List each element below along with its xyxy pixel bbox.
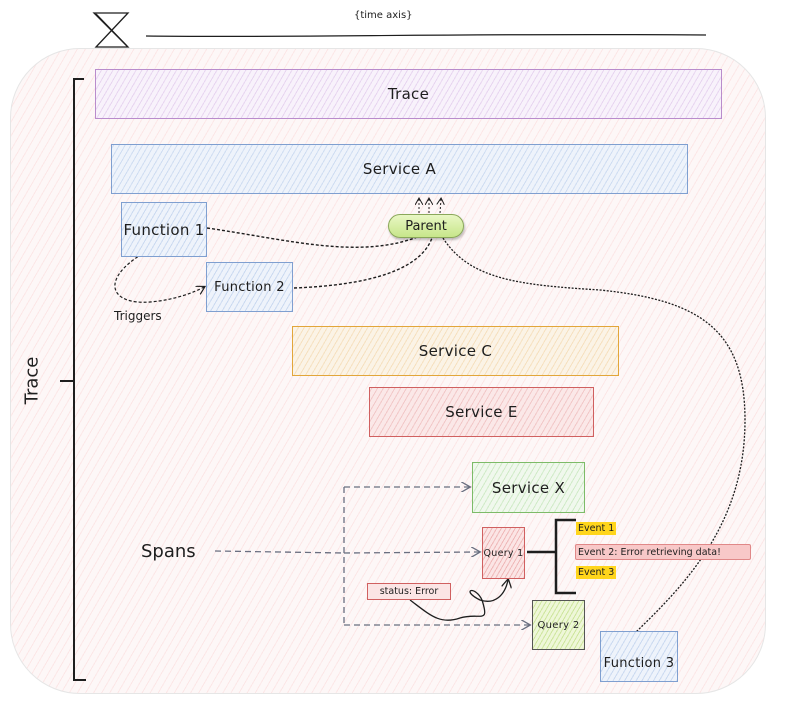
time-axis-label: {time axis} xyxy=(354,10,413,21)
span-service-e[interactable]: Service E xyxy=(369,387,594,437)
span-query-2-label: Query 2 xyxy=(537,619,580,631)
span-service-a-label: Service A xyxy=(362,160,437,178)
event-3: Event 3 xyxy=(576,566,617,579)
span-function-3-label: Function 3 xyxy=(603,656,675,671)
parent-label: Parent xyxy=(405,218,447,234)
trace-bracket-label: Trace xyxy=(21,356,43,405)
span-service-a[interactable]: Service A xyxy=(111,144,688,194)
span-function-3[interactable]: Function 3 xyxy=(600,631,678,682)
span-service-e-label: Service E xyxy=(445,403,518,421)
status-badge: status: Error xyxy=(367,583,451,600)
span-function-1[interactable]: Function 1 xyxy=(121,202,207,257)
span-trace-label: Trace xyxy=(387,85,430,103)
span-trace[interactable]: Trace xyxy=(95,69,722,119)
span-query-1-label: Query 1 xyxy=(483,547,524,559)
span-function-2[interactable]: Function 2 xyxy=(206,262,293,312)
status-label: status: Error xyxy=(379,586,439,597)
span-service-c[interactable]: Service C xyxy=(292,326,619,376)
span-query-1[interactable]: Query 1 xyxy=(482,527,525,579)
triggers-label: Triggers xyxy=(114,309,162,323)
span-service-c-label: Service C xyxy=(418,342,493,360)
span-service-x[interactable]: Service X xyxy=(472,462,585,513)
event-2-error: Event 2: Error retrieving data! xyxy=(575,544,751,560)
span-service-x-label: Service X xyxy=(491,478,566,497)
time-axis-line xyxy=(145,33,707,38)
spans-label: Spans xyxy=(141,541,196,562)
span-function-2-label: Function 2 xyxy=(214,279,285,295)
parent-node[interactable]: Parent xyxy=(388,214,464,238)
span-function-1-label: Function 1 xyxy=(123,220,205,239)
hourglass-icon xyxy=(92,12,130,48)
event-1: Event 1 xyxy=(576,522,617,535)
span-query-2[interactable]: Query 2 xyxy=(532,600,585,650)
